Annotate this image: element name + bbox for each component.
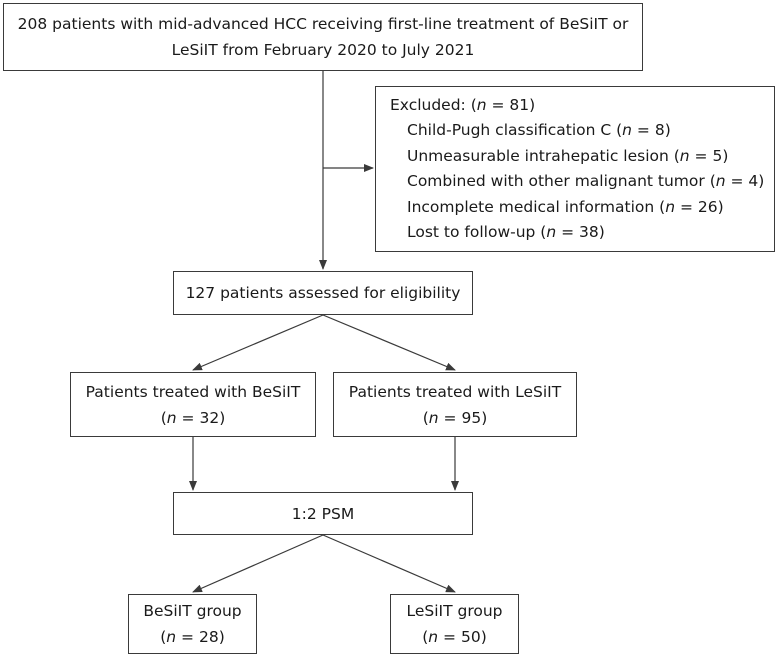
psm-box: 1:2 PSM — [173, 492, 473, 535]
arrow-eligibility-to-lesiit — [322, 314, 456, 371]
lesiit-group-label: LeSiIT group — [406, 602, 503, 620]
excluded-item: Combined with other malignant tumor (n =… — [407, 172, 765, 190]
start-line-2: LeSiIT from February 2020 to July 2021 — [171, 41, 475, 59]
treated-besiit-box: Patients treated with BeSiIT (n = 32) — [70, 372, 316, 437]
besiit-group-count: (n = 28) — [160, 628, 225, 646]
lesiit-group-count: (n = 50) — [422, 628, 487, 646]
treated-lesiit-label: Patients treated with LeSiIT — [348, 382, 562, 401]
excluded-item: Unmeasurable intrahepatic lesion (n = 5) — [407, 146, 729, 165]
besiit-group-box: BeSiIT group (n = 28) — [128, 594, 257, 654]
start-population-box: 208 patients with mid-advanced HCC recei… — [3, 3, 643, 71]
treated-lesiit-box: Patients treated with LeSiIT (n = 95) — [333, 372, 577, 437]
arrow-psm-to-besiit-group — [192, 534, 324, 593]
excluded-heading: Excluded: (n = 81) — [390, 95, 536, 114]
treated-lesiit-count: (n = 95) — [422, 408, 488, 427]
treated-besiit-label: Patients treated with BeSiIT — [85, 382, 301, 401]
arrow-eligibility-to-besiit — [192, 314, 324, 371]
excluded-item: Child-Pugh classification C (n = 8) — [407, 121, 671, 139]
lesiit-group-box: LeSiIT group (n = 50) — [390, 594, 519, 654]
excluded-box: Excluded: (n = 81) Child-Pugh classifica… — [375, 86, 775, 252]
start-line-1: 208 patients with mid-advanced HCC recei… — [17, 15, 629, 33]
psm-label: 1:2 PSM — [291, 504, 355, 523]
excluded-item: Lost to follow-up (n = 38) — [407, 223, 605, 241]
excluded-item: Incomplete medical information (n = 26) — [407, 197, 724, 216]
arrow-psm-to-lesiit-group — [322, 534, 456, 593]
besiit-group-label: BeSiIT group — [143, 602, 242, 620]
eligibility-label: 127 patients assessed for eligibility — [185, 284, 461, 302]
treated-besiit-count: (n = 32) — [160, 408, 226, 427]
eligibility-box: 127 patients assessed for eligibility — [173, 271, 473, 315]
